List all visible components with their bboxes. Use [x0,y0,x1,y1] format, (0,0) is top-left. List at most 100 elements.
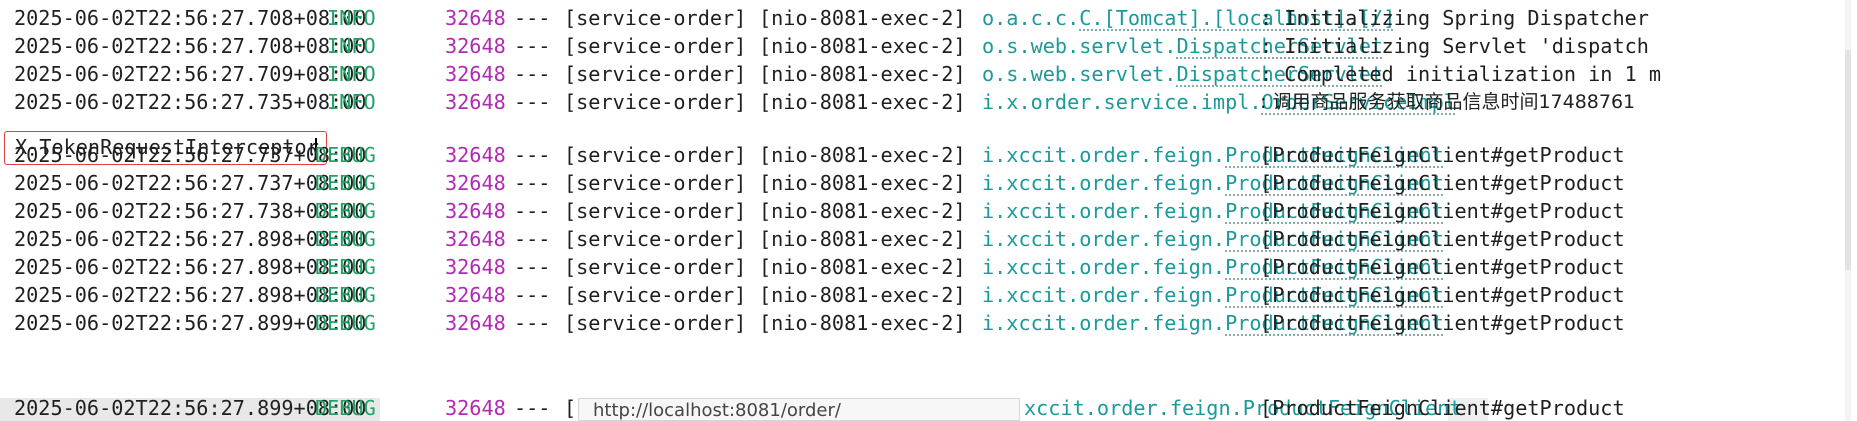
process-id: 32648 [445,283,506,307]
timestamp: 2025-06-02T22:56:27.709+08:00 [14,62,367,86]
separator: --- [514,396,551,420]
separator: --- [514,311,551,335]
link-tooltip: http://localhost:8081/order/ [578,398,1020,421]
thread-name: [nio-8081-exec-2] [759,6,966,30]
separator: --- [514,283,551,307]
logger-class-link[interactable]: ProductFeignClient [1225,311,1444,335]
timestamp: 2025-06-02T22:56:27.898+08:00 [14,255,367,279]
logger-name[interactable]: xccit.order.feign.ProductFeignClient [1024,396,1462,420]
process-id: 32648 [445,227,506,251]
log-level: DEBUG [315,396,376,420]
logger-name[interactable]: i.xccit.order.feign.ProductFeignClient [982,196,1444,226]
process-id: 32648 [445,34,506,58]
console-input-line[interactable]: X-TokenRequestInterceptor [4,131,327,165]
service-name: [service-order] [564,255,747,279]
log-message: [ProductFeignClient#getProduct [1260,255,1625,279]
selection-highlight [0,398,380,421]
thread-name: [nio-8081-exec-2] [759,62,966,86]
thread-name: [nio-8081-exec-2] [759,255,966,279]
timestamp: 2025-06-02T22:56:27.708+08:00 [14,34,367,58]
logger-prefix: o.s.web.servlet. [982,62,1177,86]
log-line: 2025-06-02T22:56:27.738+08:00 DEBUG 3264… [14,196,1625,226]
log-level: INFO [327,6,376,30]
log-line-partial: 2025-06-02T22:56:27.899+08:00 DEBUG 3264… [14,393,1625,421]
log-message: [ProductFeignClient#getProduct [1260,396,1625,420]
thread-name: [nio-8081-exec-2] [759,34,966,58]
timestamp: 2025-06-02T22:56:27.737+08:00 [14,143,367,167]
logger-class-link[interactable]: ProductFeignClient [1225,171,1444,195]
logger-name[interactable]: o.a.c.c.C.[Tomcat].[localhost].[/] [982,3,1395,33]
thread-name: [nio-8081-exec-2] [759,283,966,307]
log-message: [ProductFeignClient#getProduct [1260,283,1625,307]
log-line: 2025-06-02T22:56:27.737+08:00 DEBUG 3264… [14,140,1625,170]
timestamp: 2025-06-02T22:56:27.737+08:00 [14,171,367,195]
logger-class-link[interactable]: ProductFeignClient [1225,227,1444,251]
logger-name[interactable]: i.x.order.service.impl.OrderServiceImpl [982,87,1456,117]
process-id: 32648 [445,6,506,30]
logger-name[interactable]: i.xccit.order.feign.ProductFeignClient [982,280,1444,310]
timestamp: 2025-06-02T22:56:27.898+08:00 [14,227,367,251]
log-message: : Completed initialization in 1 m [1260,62,1662,86]
logger-prefix: i.xccit.order.feign. [982,283,1226,307]
vertical-scrollbar[interactable] [1845,0,1851,421]
process-id: 32648 [445,171,506,195]
logger-prefix: o.s.web.servlet. [982,34,1177,58]
process-id: 32648 [445,143,506,167]
logger-prefix: o.a.c.c. [982,6,1080,30]
logger-name[interactable]: o.s.web.servlet.DispatcherServlet [982,59,1383,89]
log-line: 2025-06-02T22:56:27.898+08:00 DEBUG 3264… [14,252,1625,282]
separator: --- [514,227,551,251]
log-level: INFO [327,62,376,86]
timestamp: 2025-06-02T22:56:27.899+08:00 [14,396,367,420]
log-level: DEBUG [315,171,376,195]
separator: --- [514,90,551,114]
scrollbar-thumb[interactable] [1845,50,1851,270]
thread-name: [nio-8081-exec-2] [759,90,966,114]
logger-class-link[interactable]: ProductFeignClient [1225,255,1444,279]
logger-name[interactable]: o.s.web.servlet.DispatcherServlet [982,31,1383,61]
logger-class-link[interactable]: DispatcherServlet [1176,62,1384,86]
process-id: 32648 [445,62,506,86]
timestamp: 2025-06-02T22:56:27.735+08:00 [14,90,367,114]
logger-class-link[interactable]: ProductFeignClient [1225,143,1444,167]
process-id: 32648 [445,199,506,223]
log-message: [ProductFeignClient#getProduct [1260,171,1625,195]
logger-prefix: i.x.order.service.impl. [982,90,1262,114]
log-level: INFO [327,34,376,58]
log-level: DEBUG [315,283,376,307]
log-message: : Initializing Spring Dispatcher [1260,6,1649,30]
console-input-text: X-TokenRequestInterceptor [15,135,319,159]
logger-class-link[interactable]: ProductFeignClient [1225,199,1444,223]
logger-name[interactable]: i.xccit.order.feign.ProductFeignClient [982,168,1444,198]
service-name: [service-order] [564,62,747,86]
logger-name[interactable]: i.xccit.order.feign.ProductFeignClient [982,308,1444,338]
thread-name: [nio-8081-exec-2] [759,227,966,251]
timestamp: 2025-06-02T22:56:27.899+08:00 [14,311,367,335]
log-message: [ProductFeignClient#getProduct [1260,199,1625,223]
log-message: [ProductFeignClient#getProduct [1260,143,1625,167]
logger-class-link[interactable]: DispatcherServlet [1176,34,1384,58]
logger-name[interactable]: i.xccit.order.feign.ProductFeignClient [982,252,1444,282]
thread-name: [nio-8081-exec-2] [759,199,966,223]
separator: --- [514,62,551,86]
logger-class-link[interactable]: ProductFeignClient [1225,283,1444,307]
log-level: DEBUG [315,199,376,223]
logger-name[interactable]: i.xccit.order.feign.ProductFeignClient [982,224,1444,254]
log-line: 2025-06-02T22:56:27.898+08:00 DEBUG 3264… [14,280,1625,310]
logger-prefix: i.xccit.order.feign. [982,255,1226,279]
service-name: [service-order] [564,143,747,167]
thread-name: [nio-8081-exec-2] [759,143,966,167]
log-line: 2025-06-02T22:56:27.899+08:00 DEBUG 3264… [14,308,1625,338]
log-line: 2025-06-02T22:56:27.898+08:00 DEBUG 3264… [14,224,1625,254]
text-caret [315,138,317,160]
separator: --- [514,34,551,58]
logger-class-link[interactable]: C.[Tomcat].[localhost].[/] [1079,6,1396,30]
process-id: 32648 [445,90,506,114]
log-line: 2025-06-02T22:56:27.708+08:00 INFO 32648… [14,31,1649,61]
thread-name: [nio-8081-exec-2] [759,311,966,335]
separator: --- [514,171,551,195]
logger-name[interactable]: i.xccit.order.feign.ProductFeignClient [982,140,1444,170]
logger-class-link[interactable]: OrderServiceImpl [1261,90,1457,114]
service-name: [service-order] [564,90,747,114]
